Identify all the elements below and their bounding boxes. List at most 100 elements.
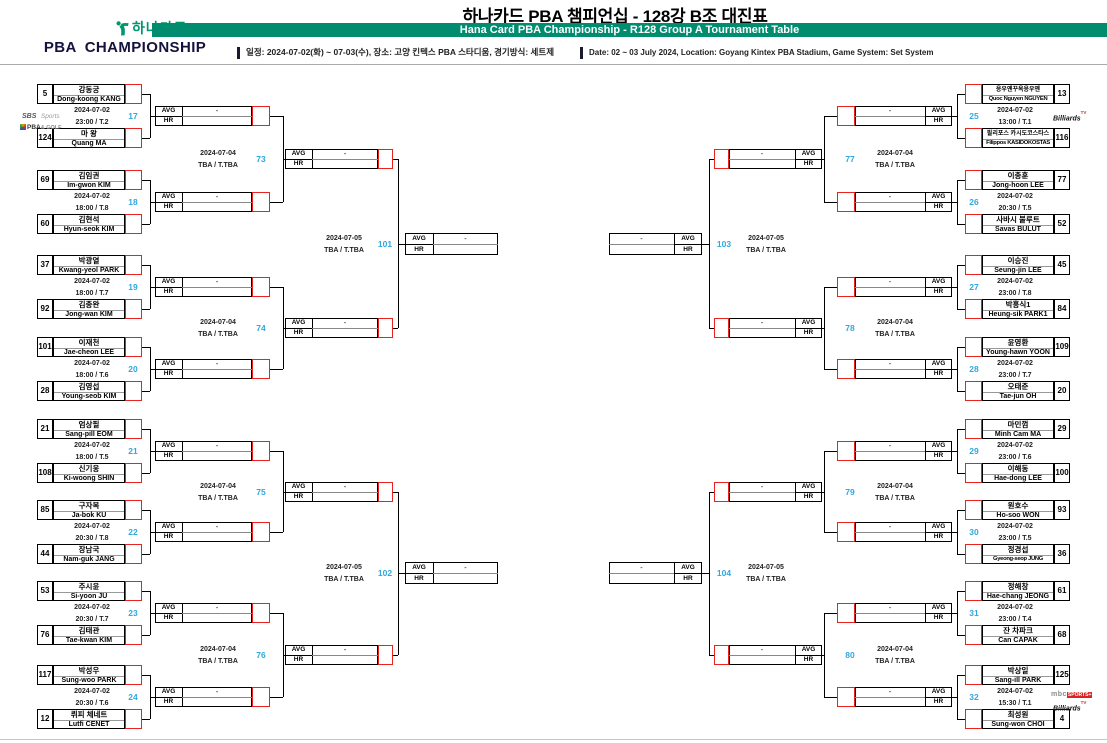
score-box — [125, 255, 142, 275]
player-english-name: Sung-woo PARK — [61, 677, 117, 684]
billiards-tv-sup: TV — [1080, 700, 1087, 705]
match-time: 23:00 / T.8 — [998, 290, 1032, 297]
avg-label: AVG — [931, 278, 946, 285]
table-row-divider — [155, 451, 182, 452]
championship-logo-text: CHAMPIONSHIP — [84, 39, 207, 56]
advance-slot-box — [252, 687, 270, 707]
avg-value: - — [215, 603, 219, 612]
avg-label: AVG — [931, 604, 946, 611]
connector-line — [957, 265, 958, 309]
table-row-divider — [729, 655, 795, 656]
match-date: 2024-07-04 — [877, 150, 913, 157]
avg-value: - — [464, 233, 467, 243]
avg-value: - — [215, 359, 219, 368]
connector-line — [709, 159, 710, 328]
table-row-divider — [855, 287, 925, 288]
avg-label: AVG — [412, 234, 426, 242]
connector-line — [142, 719, 150, 720]
seed-box: 100 — [1054, 463, 1070, 483]
table-row-divider — [405, 243, 433, 245]
hr-label: HR — [293, 160, 304, 167]
hr-value — [855, 202, 925, 212]
score-box — [965, 581, 982, 601]
match-sub: TBA / T.TBA — [324, 576, 364, 584]
connector-line — [957, 591, 965, 592]
seed-box: 109 — [1054, 337, 1070, 357]
match-date: 2024-07-04 — [877, 646, 913, 653]
table-row-divider — [729, 159, 795, 160]
connector-line — [957, 309, 965, 310]
advance-slot-box — [378, 318, 393, 338]
connector-line — [142, 473, 150, 474]
hr-label: HR — [414, 245, 424, 253]
avg-label: AVG — [161, 442, 176, 449]
match-date: 2024-07-02 — [997, 278, 1033, 285]
match-number: 28 — [969, 364, 979, 374]
avg-value: - — [343, 481, 347, 491]
hr-value — [433, 244, 498, 255]
seed-box: 92 — [37, 299, 53, 319]
avg-label: AVG — [681, 234, 695, 242]
seed-box: 12 — [37, 709, 53, 729]
match-number: 25 — [969, 111, 979, 121]
player-korean-name: 응우옌꾸옥응우옌 — [983, 85, 1053, 96]
table-row-divider — [925, 613, 952, 614]
table-row-divider — [312, 328, 378, 329]
billiards-tv-sup: TV — [1080, 110, 1087, 115]
player-korean-name: 구자복 — [54, 501, 124, 512]
connector-line — [150, 532, 155, 533]
match-sub: TBA / T.TBA — [198, 658, 238, 665]
avg-label: AVG — [161, 688, 176, 695]
player-korean-name: 오태준 — [983, 382, 1053, 393]
connector-line — [393, 159, 398, 160]
match-time: 20:30 / T.5 — [998, 205, 1032, 212]
hr-label: HR — [414, 575, 424, 583]
match-number: 19 — [128, 282, 138, 292]
hr-value — [312, 328, 378, 338]
connector-line — [709, 491, 710, 655]
player-korean-name: 강동궁 — [54, 85, 124, 96]
match-time: 18:00 / T.7 — [75, 290, 109, 297]
table-row-divider — [312, 655, 378, 656]
hr-label: HR — [163, 614, 174, 621]
match-sub: TBA / T.TBA — [875, 331, 915, 338]
hr-value — [182, 451, 252, 461]
connector-line — [142, 591, 150, 592]
match-date: 2024-07-04 — [200, 646, 236, 653]
advance-slot-box — [837, 603, 855, 623]
connector-line — [150, 287, 155, 288]
advance-slot-box — [837, 359, 855, 379]
connector-line — [957, 138, 965, 139]
hr-label: HR — [293, 329, 304, 336]
hr-label: HR — [163, 370, 174, 377]
connector-line — [393, 655, 398, 656]
connector-line — [822, 655, 824, 656]
seed-box: 37 — [37, 255, 53, 275]
connector-line — [824, 697, 837, 698]
connector-line — [142, 675, 150, 676]
player-english-name: Minh Cam MA — [994, 431, 1042, 438]
seed-box: 13 — [1054, 84, 1070, 104]
connector-line — [952, 697, 957, 698]
player-english-name: Sang-ill PARK — [994, 677, 1042, 684]
footer-divider — [0, 739, 1107, 740]
table-row-divider — [855, 202, 925, 203]
score-box — [125, 84, 142, 104]
avg-label: AVG — [161, 604, 176, 611]
score-box — [125, 581, 142, 601]
advance-slot-box — [714, 318, 729, 338]
score-box — [965, 128, 982, 148]
match-number: 31 — [969, 608, 979, 618]
player-english-name: Tae-kwan KIM — [65, 637, 113, 644]
score-box — [125, 625, 142, 645]
hr-value — [855, 697, 925, 707]
connector-line — [270, 202, 283, 203]
hr-value — [182, 116, 252, 126]
connector-line — [957, 473, 965, 474]
avg-value: - — [215, 192, 219, 201]
connector-line — [283, 491, 285, 493]
